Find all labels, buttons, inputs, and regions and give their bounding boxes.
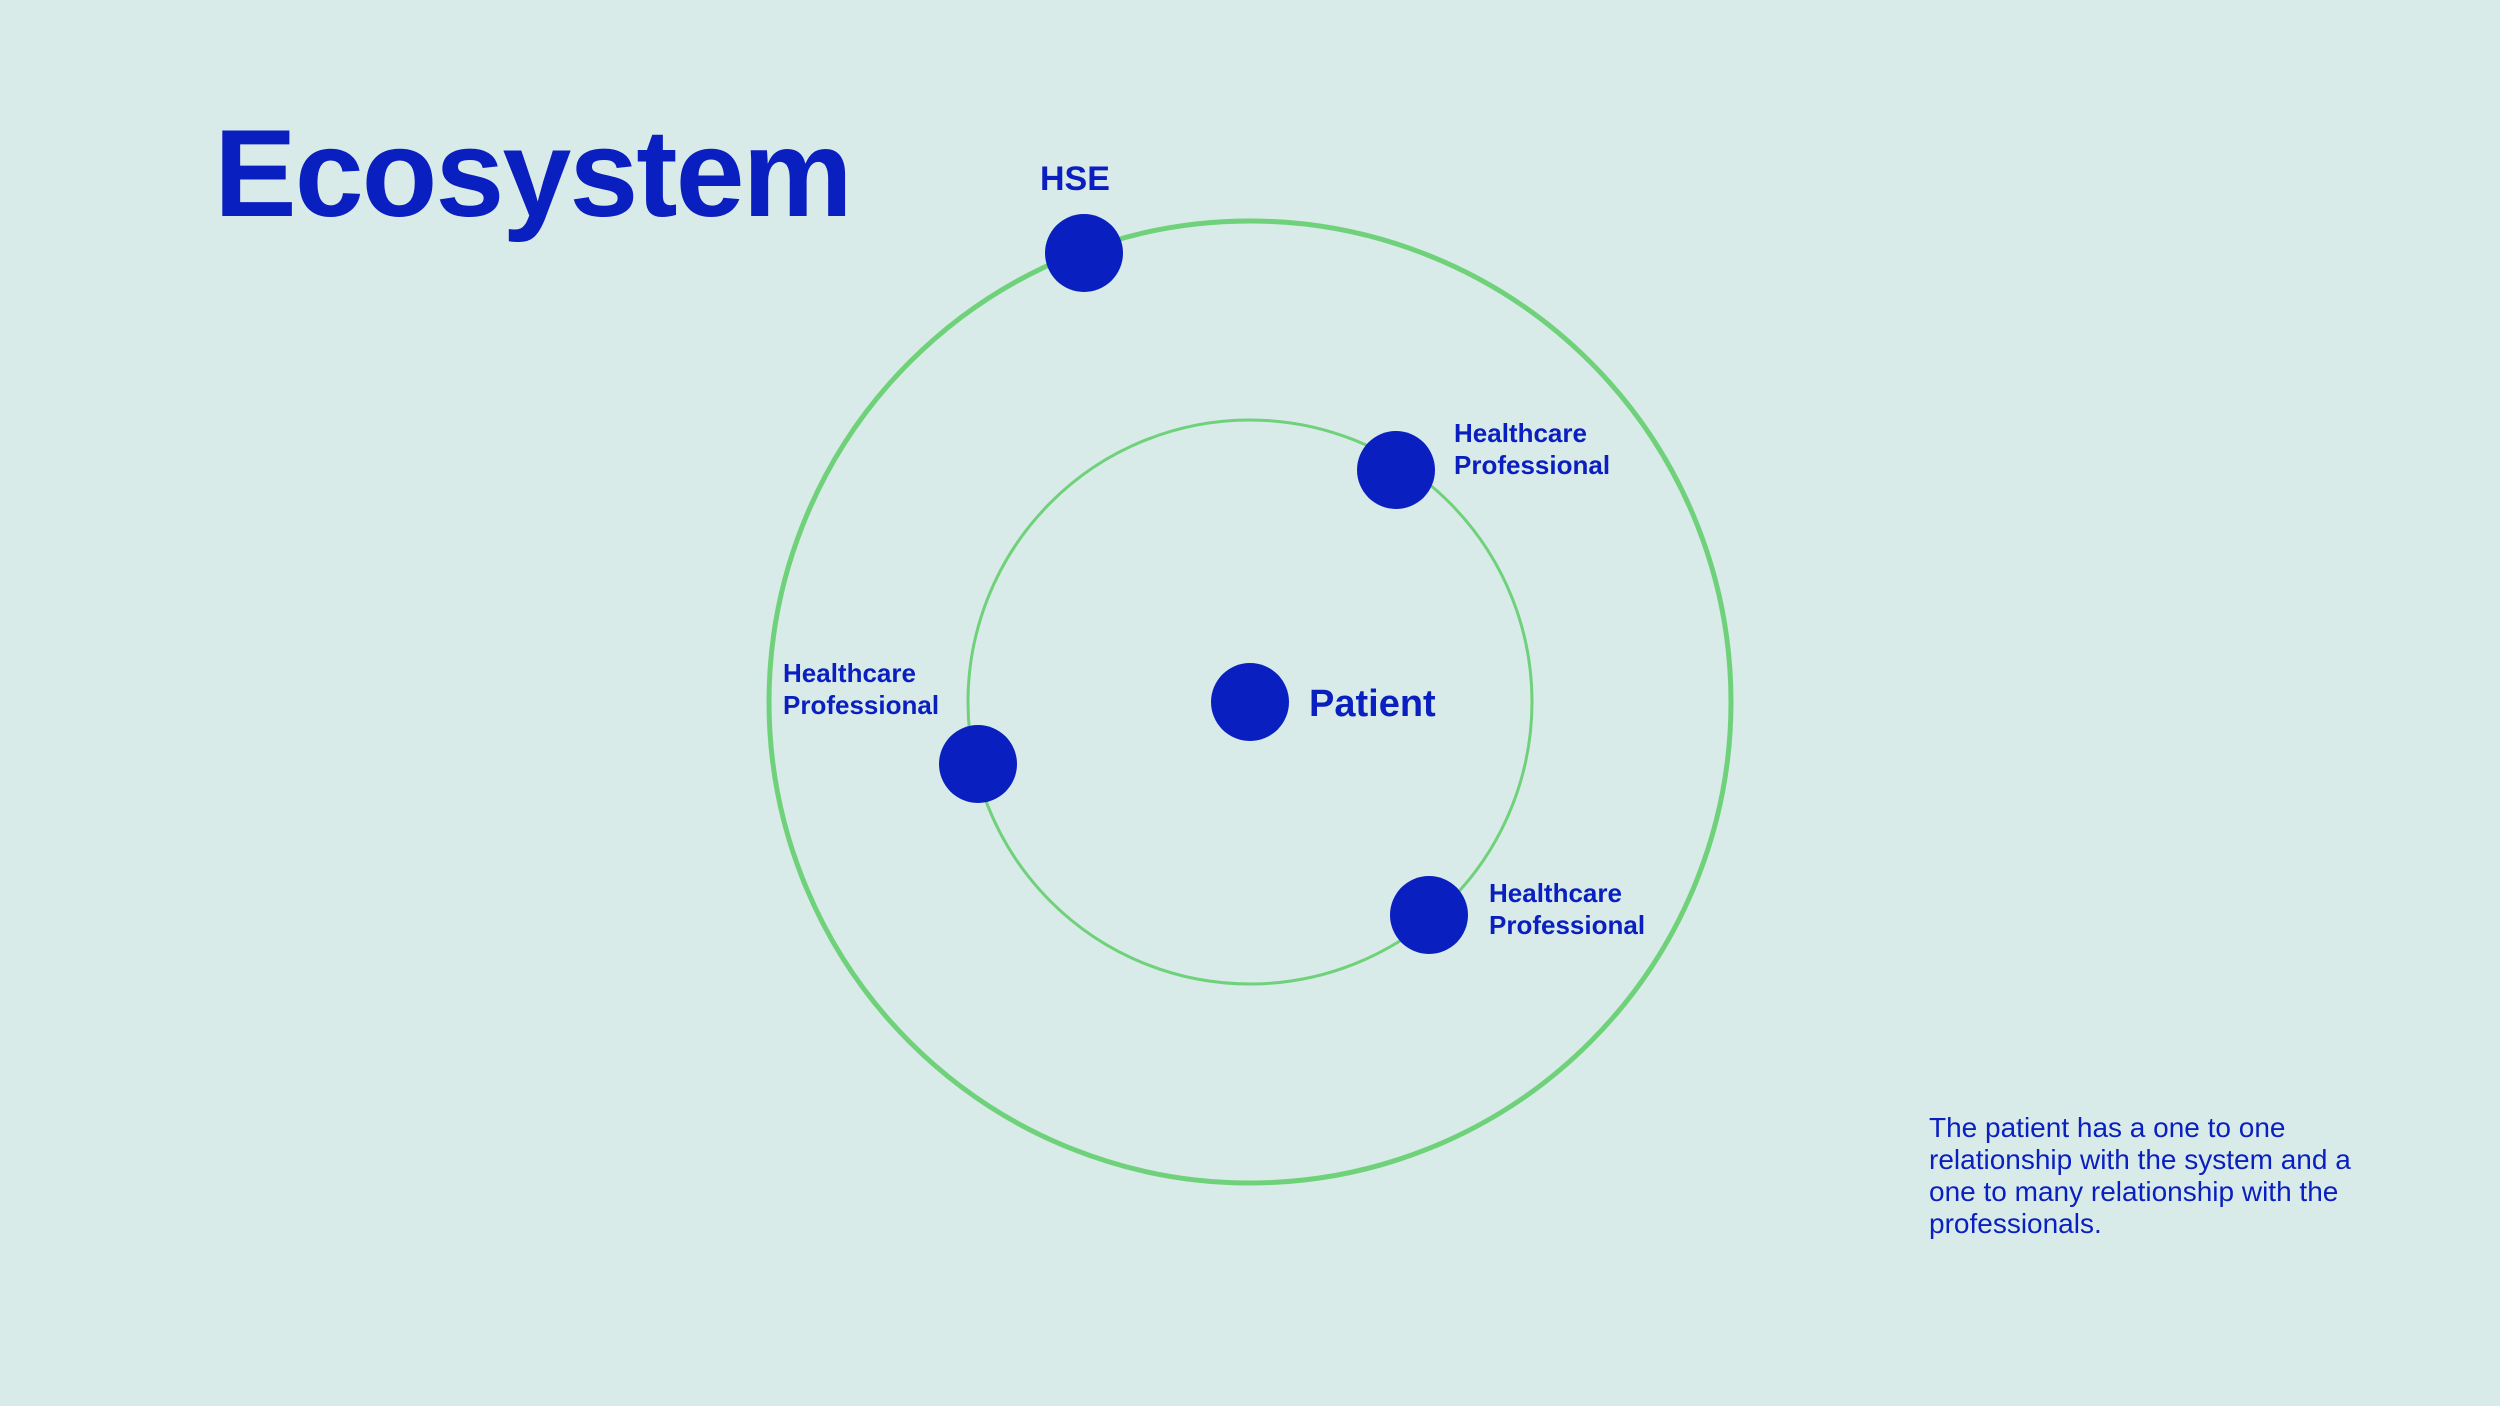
label-line-1: Healthcare — [1454, 418, 1587, 448]
healthcare-professional-node — [1390, 876, 1468, 954]
label-line-1: Healthcare — [783, 658, 916, 688]
healthcare-professional-label: Healthcare Professional — [1489, 878, 1645, 940]
healthcare-professional-label: Healthcare Professional — [783, 658, 939, 720]
label-line-2: Professional — [1489, 910, 1645, 940]
healthcare-professional-node — [939, 725, 1017, 803]
relationship-note: The patient has a one to one relationshi… — [1929, 1112, 2351, 1239]
hse-label: HSE — [1040, 160, 1110, 198]
outer-ring — [766, 218, 1734, 1186]
hse-node — [1045, 214, 1123, 292]
patient-label: Patient — [1309, 683, 1436, 725]
inner-ring — [966, 418, 1534, 986]
healthcare-professional-label: Healthcare Professional — [1454, 418, 1610, 480]
patient-node — [1211, 663, 1289, 741]
label-line-1: Healthcare — [1489, 878, 1622, 908]
page-title: Ecosystem — [214, 105, 853, 243]
label-line-2: Professional — [783, 690, 939, 720]
healthcare-professional-node — [1357, 431, 1435, 509]
label-line-2: Professional — [1454, 450, 1610, 480]
